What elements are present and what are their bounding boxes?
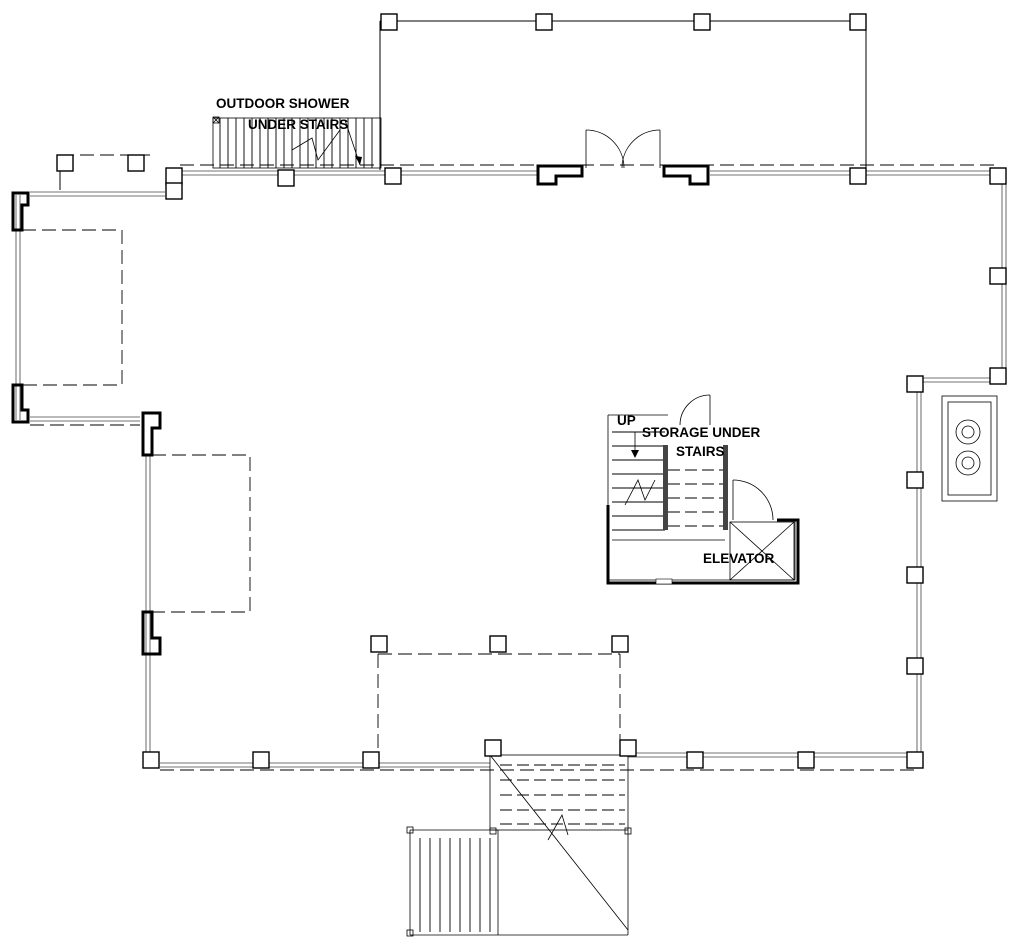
storage-label-line1: STORAGE UNDER xyxy=(642,425,761,440)
under-stairs-label: UNDER STAIRS xyxy=(248,117,348,132)
storage-label-line2: STAIRS xyxy=(676,444,725,459)
upper-porch-outline xyxy=(379,20,867,170)
structural-posts xyxy=(56,13,1007,769)
up-label: UP xyxy=(617,413,636,428)
exterior-walls xyxy=(15,154,1007,771)
interior-stair-core xyxy=(606,394,800,585)
outdoor-shower-stair xyxy=(212,116,382,169)
range-fixture xyxy=(941,395,998,502)
entry-stairs xyxy=(406,754,632,937)
outdoor-shower-label: OUTDOOR SHOWER xyxy=(216,96,350,111)
wall-returns xyxy=(11,164,710,656)
elevator-label: ELEVATOR xyxy=(703,551,775,566)
dashed-bays xyxy=(22,229,621,750)
main-double-door xyxy=(585,129,661,169)
